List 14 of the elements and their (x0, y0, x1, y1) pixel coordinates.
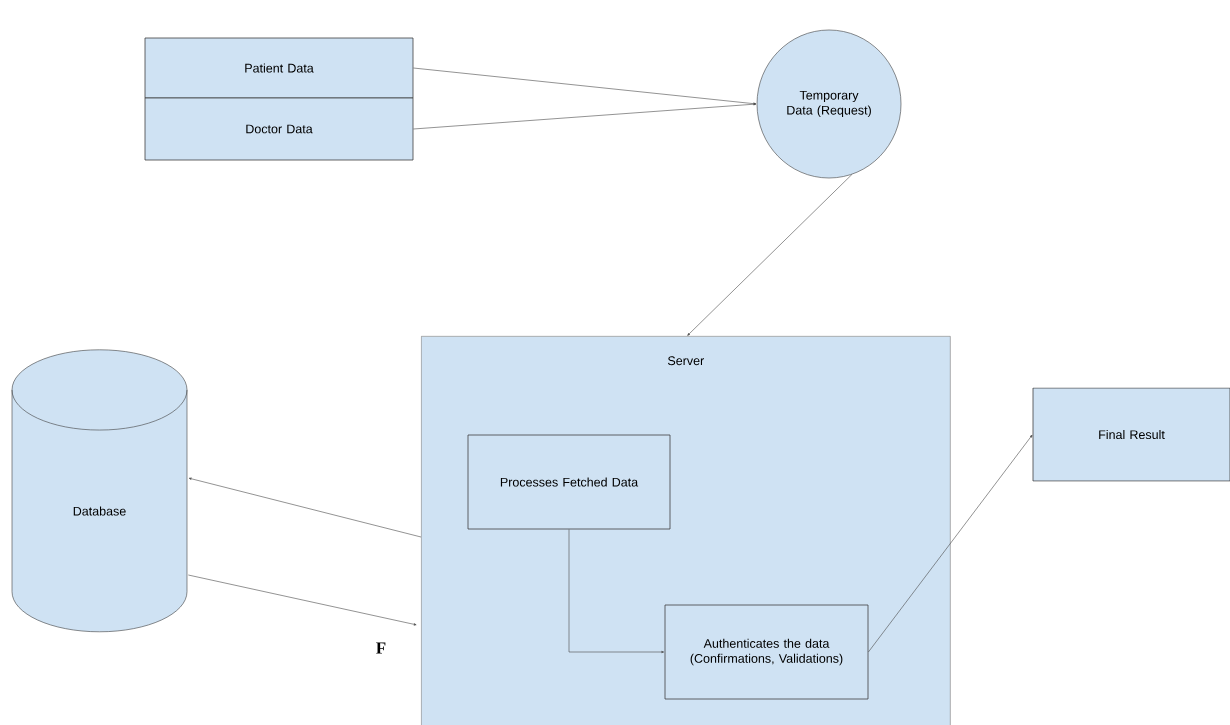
arrow (413, 103, 757, 130)
arrow (413, 67, 757, 105)
process-box: Authenticates the data (Confirmations, Validations) (664, 604, 869, 700)
process-box: Processes Fetched Data (467, 434, 671, 530)
data-box: Patient Data (144, 37, 414, 99)
arrow (188, 477, 422, 538)
arrow (868, 434, 1033, 653)
arrow (687, 174, 853, 336)
result-box: Final Result (1032, 387, 1230, 482)
arrow (188, 574, 417, 626)
data-box: Doctor Data (144, 97, 414, 161)
arrow (568, 529, 665, 654)
panel-letter: F (376, 642, 386, 654)
database-cylinder: Database (11, 349, 188, 633)
